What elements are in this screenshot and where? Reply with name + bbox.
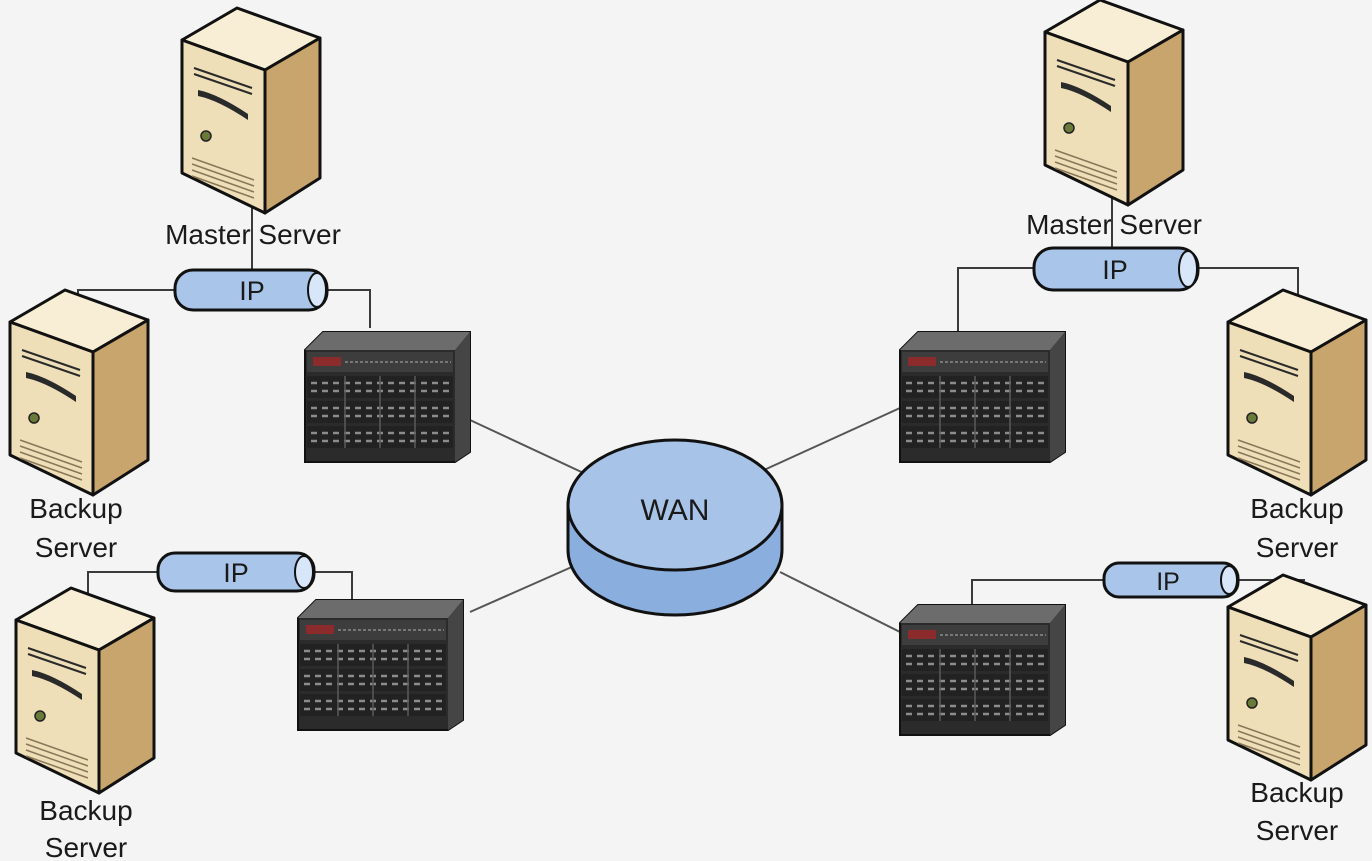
link-tl-rack (326, 289, 371, 328)
master-server-top-left-icon (180, 6, 322, 215)
backup-server-label-top-left-line2: Server (35, 532, 117, 563)
rack-server-bottom-right-icon (898, 603, 1067, 737)
wan-link-bottom-left (469, 565, 575, 613)
rack-server-top-right-icon (898, 330, 1067, 464)
ip-pipe-top-left: IP (173, 268, 329, 312)
wan-link-bottom-right (779, 571, 901, 633)
link-tr-rack (957, 267, 1036, 355)
link-tr-backup (1196, 267, 1299, 295)
backup-server-top-left-icon (8, 288, 150, 497)
master-server-label-top-right: Master Server (1026, 209, 1202, 240)
backup-server-label-top-left-line1: Backup (29, 493, 122, 524)
rack-server-bottom-left-icon (296, 598, 465, 732)
backup-server-label-top-right-line1: Backup (1250, 493, 1343, 524)
backup-server-label-bottom-right-line1: Backup (1250, 777, 1343, 808)
backup-server-bottom-right-icon (1226, 573, 1368, 782)
wan-links (469, 407, 901, 633)
wan-label: WAN (641, 494, 710, 527)
ip-label: IP (239, 276, 265, 306)
master-server-label-top-left: Master Server (165, 219, 341, 250)
wan-link-top-right (763, 407, 901, 471)
master-server-top-right-icon (1043, 0, 1185, 207)
rack-server-top-left-icon (303, 330, 472, 464)
ip-pipe-bottom-right: IP (1102, 561, 1240, 599)
backup-server-top-right-icon (1226, 288, 1368, 497)
backup-server-label-top-right-line2: Server (1256, 532, 1338, 563)
ip-label: IP (223, 558, 249, 588)
backup-server-label-bottom-left-line1: Backup (39, 795, 132, 826)
wan-cylinder-icon: WAN (566, 438, 784, 617)
backup-server-bottom-left-icon (14, 586, 156, 795)
ip-label: IP (1156, 568, 1180, 596)
ip-pipe-top-right: IP (1032, 246, 1200, 292)
wan-link-top-left (469, 419, 591, 477)
ip-pipe-bottom-left: IP (156, 551, 316, 593)
link-bl-rack (312, 571, 353, 600)
backup-server-label-bottom-right-line2: Server (1256, 815, 1338, 846)
backup-server-label-bottom-left-line2: Server (45, 832, 127, 861)
ip-label: IP (1102, 255, 1128, 285)
